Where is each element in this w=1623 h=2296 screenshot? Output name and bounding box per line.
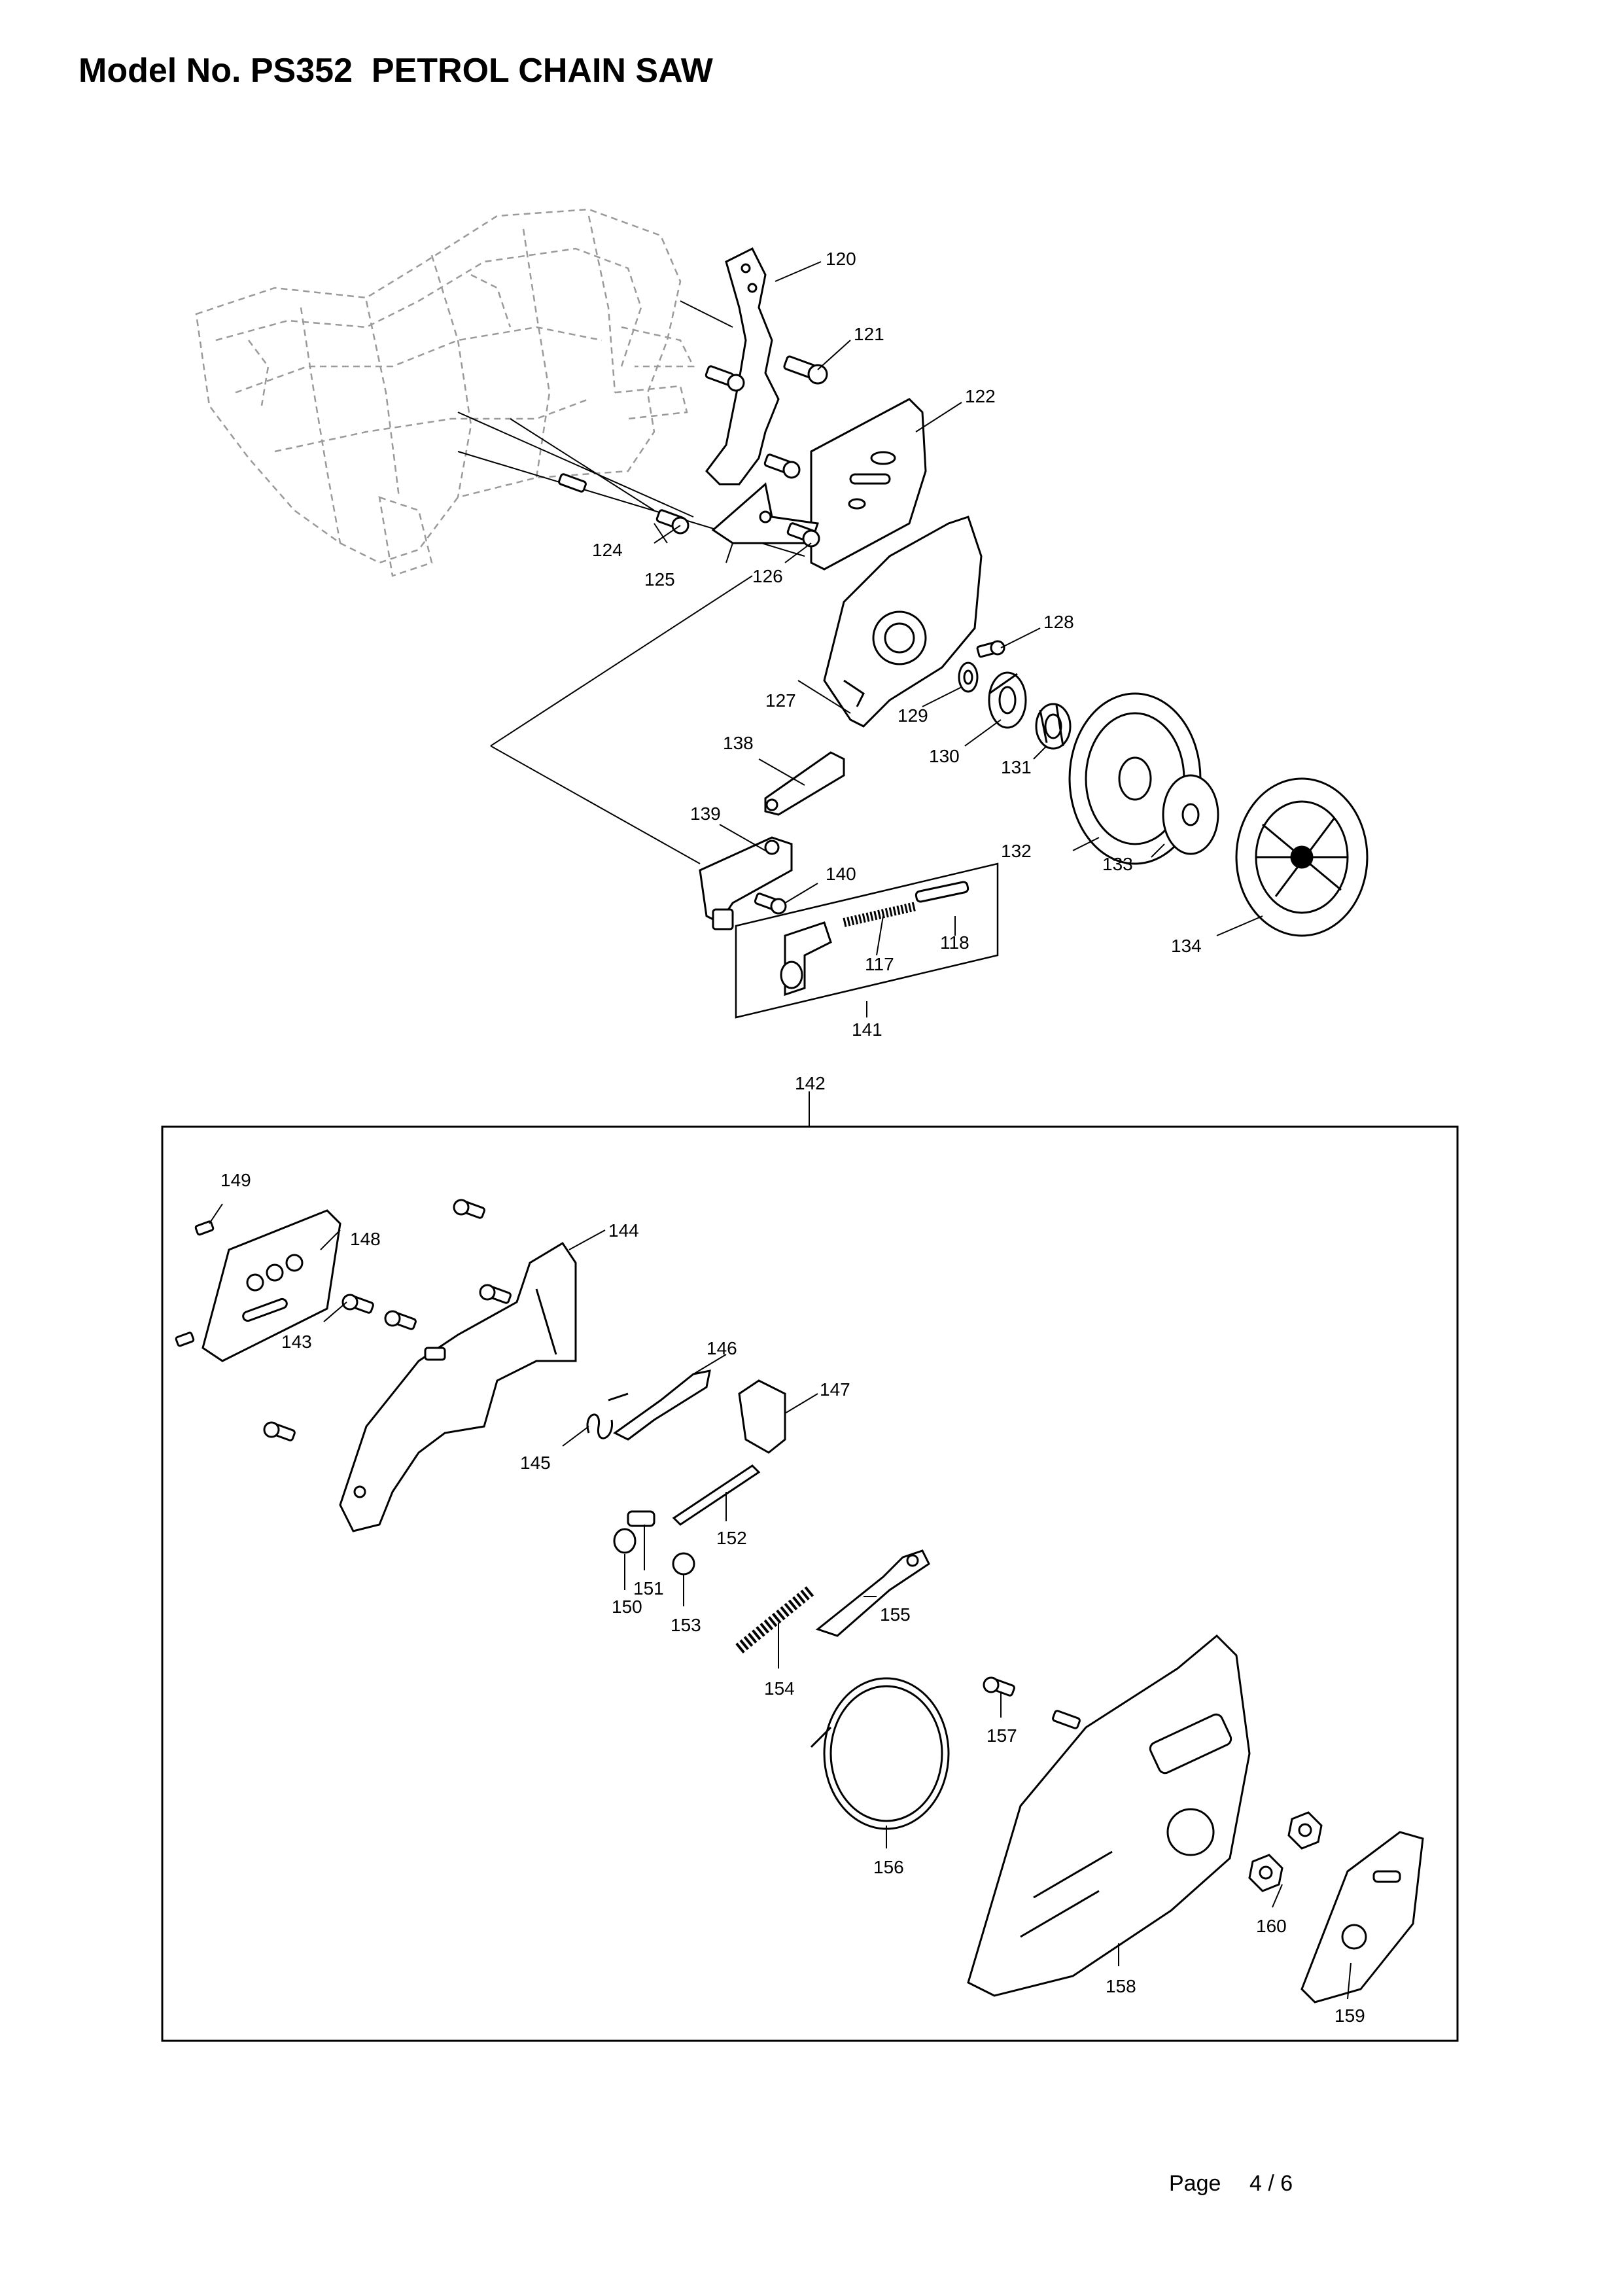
engine-body-outline: [195, 208, 695, 577]
callout-131: 131: [1001, 757, 1032, 777]
callout-149: 149: [220, 1170, 251, 1190]
part-138-lever: [764, 751, 845, 816]
part-155-latch: [815, 1549, 930, 1637]
part-145-spring: [586, 1392, 629, 1439]
callout-117: 117: [865, 954, 894, 974]
part-118-pin: [915, 881, 969, 903]
callout-130: 130: [929, 746, 960, 766]
part-129-washer: [958, 662, 979, 693]
callout-141: 141: [852, 1019, 882, 1040]
callout-138: 138: [723, 733, 754, 753]
part-160-nuts: [1248, 1811, 1323, 1892]
part-139-oil-pump: [699, 836, 793, 930]
callout-121: 121: [854, 324, 884, 344]
callout-125: 125: [644, 569, 675, 590]
leader-lines-callouts: [654, 261, 1263, 1017]
callout-147: 147: [820, 1379, 850, 1400]
screws-121: [705, 355, 828, 479]
part-128-screw: [976, 640, 1005, 658]
part-146-lever: [613, 1369, 711, 1441]
callout-127: 127: [765, 690, 796, 711]
part-156-brake-band: [810, 1677, 950, 1830]
callout-124: 124: [592, 540, 623, 560]
callout-151: 151: [633, 1578, 664, 1598]
part-120-plate: [705, 247, 780, 486]
callout-160: 160: [1256, 1916, 1287, 1936]
footer-page-label: Page: [1169, 2171, 1221, 2196]
part-152-rod: [672, 1464, 761, 1526]
callout-143: 143: [281, 1332, 312, 1352]
part-157-screw: [983, 1676, 1081, 1729]
parts-150-151-153: [613, 1510, 695, 1576]
callout-148: 148: [350, 1229, 381, 1249]
callout-152: 152: [716, 1528, 747, 1548]
part-133-washer: [1162, 774, 1219, 855]
part-144-brake-body: [339, 1241, 577, 1532]
callout-157: 157: [986, 1725, 1017, 1746]
callout-128: 128: [1043, 612, 1074, 632]
part-130-drive: [988, 671, 1027, 729]
part-148-guard-plate: [201, 1209, 341, 1362]
part-131-needle-bearing: [1035, 703, 1072, 750]
part-132-clutch-drum: [1068, 692, 1202, 865]
callout-145: 145: [520, 1453, 551, 1473]
callout-154: 154: [764, 1678, 795, 1699]
callout-129: 129: [898, 705, 928, 726]
callout-144: 144: [608, 1220, 639, 1241]
callout-132: 132: [1001, 841, 1032, 861]
callout-155: 155: [880, 1604, 911, 1625]
callout-126: 126: [752, 566, 783, 586]
callout-146: 146: [707, 1338, 737, 1358]
part-122-guide-plate: [810, 398, 927, 571]
part-127-crankcase-cover: [823, 516, 983, 728]
page-title: Model No. PS352 PETROL CHAIN SAW: [79, 52, 713, 90]
part-141-hose: [780, 921, 832, 997]
part-159-plate: [1300, 1831, 1424, 2004]
part-141-kit-box: [735, 862, 999, 1019]
callout-150: 150: [612, 1597, 642, 1617]
callout-labels: 120 121 122 124 125 126 127 128 129 130 …: [220, 249, 1365, 2026]
leader-lines-frame: [209, 1203, 1352, 2000]
callout-139: 139: [690, 804, 721, 824]
callout-140: 140: [826, 864, 856, 884]
part-158-sprocket-cover: [967, 1634, 1251, 1997]
callout-133: 133: [1102, 854, 1133, 874]
footer-page-number: 4 / 6: [1249, 2171, 1293, 2196]
part-140-screw: [754, 892, 787, 915]
callout-156: 156: [873, 1857, 904, 1877]
part-117-spring: [843, 902, 917, 927]
callout-153: 153: [671, 1615, 701, 1635]
part-134-clutch: [1235, 777, 1369, 937]
screws-143-149: [175, 1199, 512, 1441]
callout-122: 122: [965, 386, 996, 406]
callout-118: 118: [940, 932, 969, 953]
callout-142: 142: [795, 1073, 826, 1093]
callout-120: 120: [826, 249, 856, 269]
part-154-spring: [735, 1585, 815, 1653]
callout-159: 159: [1335, 2005, 1365, 2026]
part-147-block: [738, 1379, 786, 1454]
callout-134: 134: [1171, 936, 1202, 956]
part-142-frame: [161, 1125, 1459, 2042]
callout-158: 158: [1106, 1976, 1136, 1996]
